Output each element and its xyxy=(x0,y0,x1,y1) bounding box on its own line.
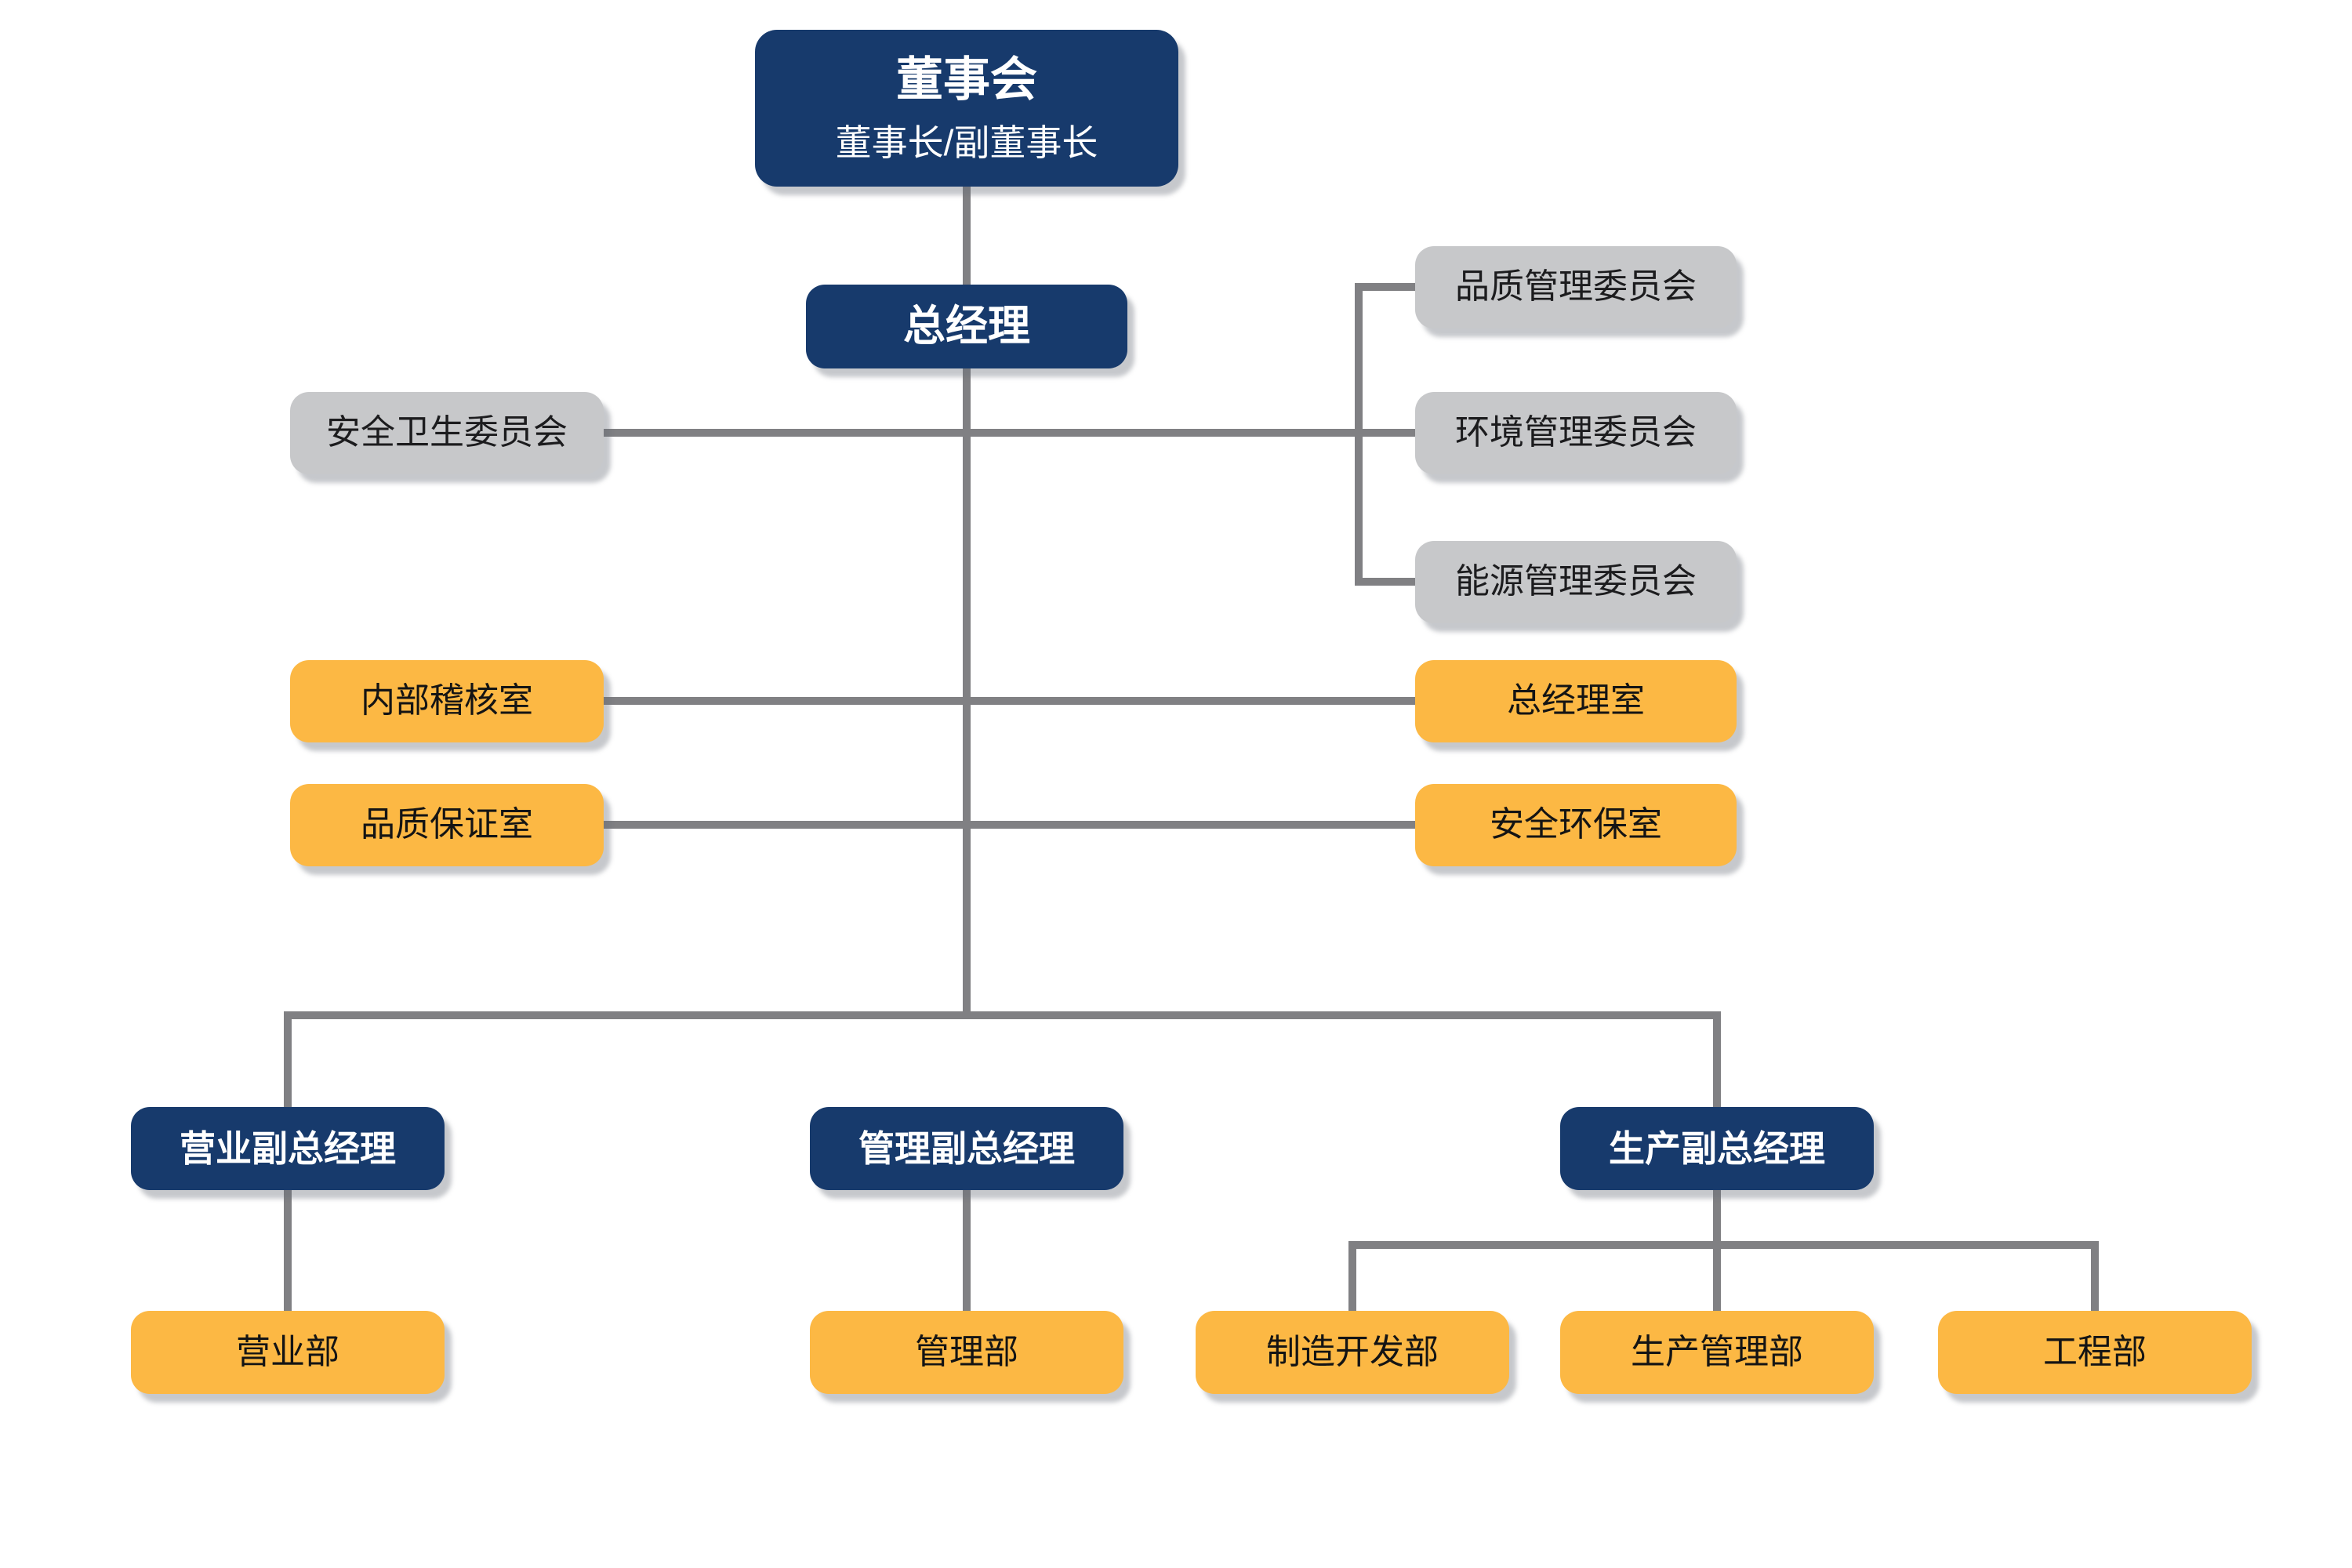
dept-admin-label: 管理部 xyxy=(915,1332,1018,1371)
connector-admin-vp-dept xyxy=(963,1190,971,1311)
board-title: 董事会 xyxy=(896,53,1037,107)
office-quality-assurance-label: 品质保证室 xyxy=(361,805,533,844)
connector-stub-quality-committee xyxy=(1355,283,1415,291)
vp-sales-label: 营业副总经理 xyxy=(180,1127,396,1169)
node-office-quality-assurance: 品质保证室 xyxy=(290,784,604,866)
connector-drop-engineering xyxy=(2091,1241,2099,1311)
node-office-safety-environment: 安全环保室 xyxy=(1415,784,1737,866)
node-committee-safety-health: 安全卫生委员会 xyxy=(290,392,604,474)
connector-production-vp-dept xyxy=(1713,1190,1721,1311)
connector-sales-vp-dept xyxy=(284,1190,292,1311)
office-safety-environment-label: 安全环保室 xyxy=(1490,805,1662,844)
dept-sales-label: 营业部 xyxy=(236,1332,339,1371)
connector-drop-sales-vp xyxy=(284,1011,292,1107)
node-committee-energy: 能源管理委员会 xyxy=(1415,541,1737,623)
node-vp-sales: 营业副总经理 xyxy=(131,1107,445,1190)
connector-committees-horizontal xyxy=(604,429,1415,437)
connector-committees-vertical xyxy=(1355,283,1363,586)
general-manager-label: 总经理 xyxy=(903,303,1030,350)
node-board-of-directors: 董事会 董事长/副董事长 xyxy=(755,30,1178,187)
connector-board-gm xyxy=(963,187,971,285)
node-dept-admin: 管理部 xyxy=(810,1311,1123,1394)
connector-main-spine xyxy=(963,368,971,1019)
connector-stub-energy-committee xyxy=(1355,578,1415,586)
connector-drop-production-vp xyxy=(1713,1011,1721,1107)
connector-production-sub-horizontal xyxy=(1348,1241,2099,1249)
vp-admin-label: 管理副总经理 xyxy=(858,1127,1075,1169)
connector-drop-mfg-dev xyxy=(1348,1241,1356,1311)
node-dept-prod-mgmt: 生产管理部 xyxy=(1560,1311,1874,1394)
node-vp-admin: 管理副总经理 xyxy=(810,1107,1123,1190)
node-committee-quality: 品质管理委员会 xyxy=(1415,246,1737,328)
committee-environment-label: 环境管理委员会 xyxy=(1455,413,1697,452)
node-dept-sales: 营业部 xyxy=(131,1311,445,1394)
connector-bottom-distribution xyxy=(284,1011,1721,1019)
office-gm-label: 总经理室 xyxy=(1507,681,1645,720)
committee-safety-health-label: 安全卫生委员会 xyxy=(326,413,568,452)
committee-quality-label: 品质管理委员会 xyxy=(1455,267,1697,307)
board-subtitle: 董事长/副董事长 xyxy=(835,122,1098,164)
office-internal-audit-label: 内部稽核室 xyxy=(361,681,533,720)
connector-offices-row2-horizontal xyxy=(604,821,1415,829)
node-office-gm: 总经理室 xyxy=(1415,660,1737,742)
node-committee-environment: 环境管理委员会 xyxy=(1415,392,1737,474)
vp-production-label: 生产副总经理 xyxy=(1609,1127,1825,1169)
committee-energy-label: 能源管理委员会 xyxy=(1455,562,1697,601)
node-dept-mfg-dev: 制造开发部 xyxy=(1196,1311,1509,1394)
connector-offices-row1-horizontal xyxy=(604,697,1415,705)
dept-mfg-dev-label: 制造开发部 xyxy=(1266,1332,1439,1371)
node-dept-engineering: 工程部 xyxy=(1938,1311,2252,1394)
dept-prod-mgmt-label: 生产管理部 xyxy=(1631,1332,1803,1371)
node-vp-production: 生产副总经理 xyxy=(1560,1107,1874,1190)
node-general-manager: 总经理 xyxy=(806,285,1127,368)
node-office-internal-audit: 内部稽核室 xyxy=(290,660,604,742)
dept-engineering-label: 工程部 xyxy=(2043,1332,2147,1371)
